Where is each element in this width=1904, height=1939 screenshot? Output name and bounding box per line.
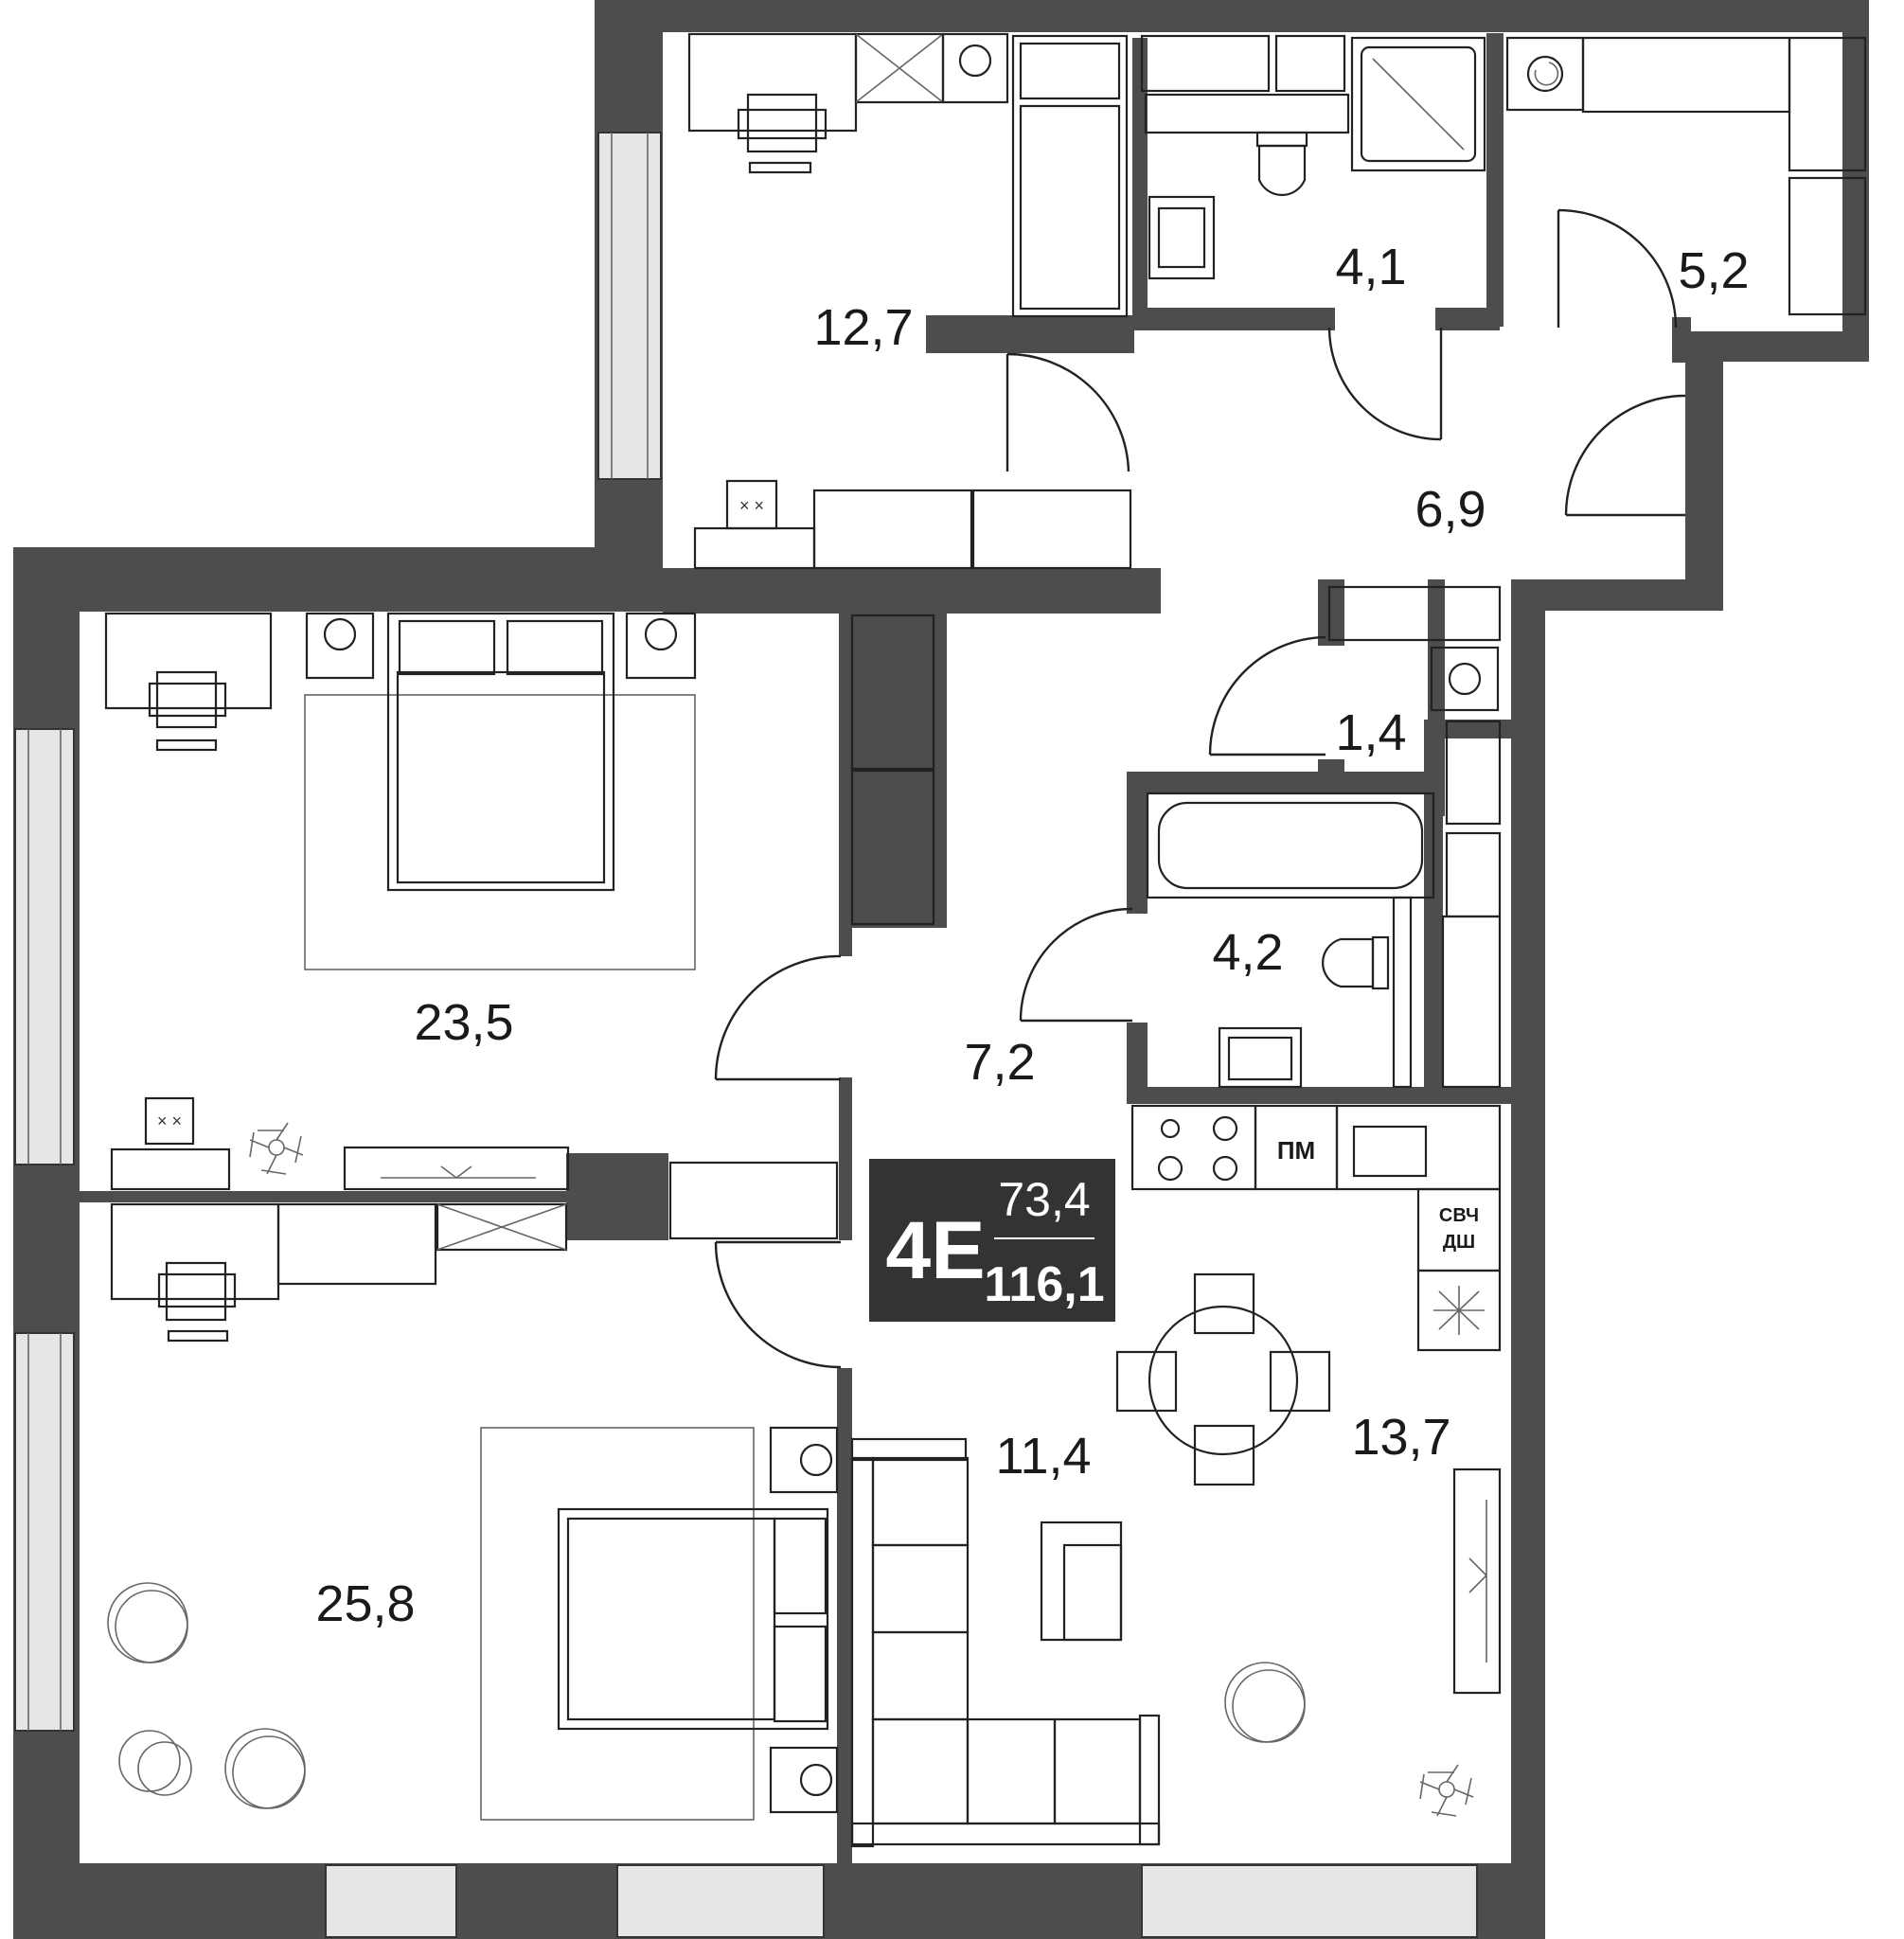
chair-icon	[737, 93, 827, 174]
chair-icon	[157, 1261, 237, 1343]
windows	[14, 132, 1478, 1938]
toilet-icon	[1322, 935, 1390, 990]
dining-table-icon	[1115, 1272, 1331, 1486]
sink-icon	[1148, 195, 1216, 280]
sofa-icon	[850, 1437, 1161, 1848]
microwave-label: СВЧ	[1439, 1205, 1479, 1226]
fan-icon	[1416, 1269, 1502, 1352]
room-12-7-furniture: × ×	[687, 32, 1132, 570]
wardrobe-icon	[436, 1202, 568, 1252]
bedroom-25-8-furniture	[107, 1161, 839, 1821]
sink-icon: × ×	[144, 1096, 195, 1146]
bed-icon	[1011, 34, 1129, 318]
badge-background	[869, 1159, 1115, 1322]
washer-icon	[1430, 646, 1500, 712]
bathroom-4-1-fixtures	[1140, 34, 1486, 280]
sink-icon	[1218, 1026, 1303, 1089]
room-area-label: 4,2	[1212, 924, 1283, 981]
chair-icon	[148, 670, 227, 752]
fan-icon	[1419, 1764, 1474, 1817]
laundry-5-2-fixtures	[1505, 36, 1867, 316]
tv-icon	[343, 1146, 570, 1191]
room-area-label: 5,2	[1678, 242, 1749, 299]
washer-icon	[1505, 36, 1585, 112]
sink-icon	[1335, 1104, 1502, 1191]
svg-text:× ×: × ×	[739, 496, 764, 515]
plant-icon	[107, 1582, 306, 1809]
svg-text:× ×: × ×	[157, 1112, 182, 1130]
room-area-label: 4,1	[1335, 239, 1406, 295]
tv-icon	[1452, 1468, 1502, 1695]
living-area: 73,4	[998, 1173, 1090, 1226]
plant-icon	[1224, 1662, 1306, 1743]
room-area-label: 11,4	[995, 1428, 1091, 1485]
sink-icon: × ×	[725, 479, 778, 530]
wardrobe-icon	[854, 32, 945, 104]
room-area-label: 7,2	[964, 1034, 1035, 1091]
room-area-label: 12,7	[813, 299, 913, 356]
shower-icon	[1350, 36, 1486, 172]
cooktop-icon	[1130, 1104, 1257, 1191]
walls	[13, 0, 1869, 1939]
room-area-label: 25,8	[315, 1575, 415, 1632]
bed-icon	[557, 1507, 829, 1731]
kitchen-living-furniture	[850, 1104, 1502, 1848]
bed-icon	[386, 612, 615, 892]
room-area-label: 1,4	[1335, 704, 1406, 761]
total-area: 116,1	[984, 1257, 1104, 1312]
bedroom-23-5-furniture: × ×	[104, 612, 935, 1191]
fan-icon	[249, 1122, 304, 1175]
apartment-code: 4Е	[885, 1205, 985, 1296]
room-area-label: 23,5	[414, 994, 513, 1051]
oven-label: ДШ	[1443, 1232, 1475, 1253]
dishwasher-label: ПМ	[1277, 1136, 1315, 1165]
doors	[714, 208, 1686, 1369]
bathtub-icon	[1146, 792, 1435, 899]
apartment-badge: 4Е 73,4 116,1	[869, 1159, 1115, 1322]
room-area-label: 13,7	[1351, 1409, 1450, 1466]
bathroom-4-2-fixtures	[1146, 792, 1502, 1089]
toilet-icon	[1255, 131, 1308, 197]
room-area-label: 6,9	[1415, 481, 1486, 538]
